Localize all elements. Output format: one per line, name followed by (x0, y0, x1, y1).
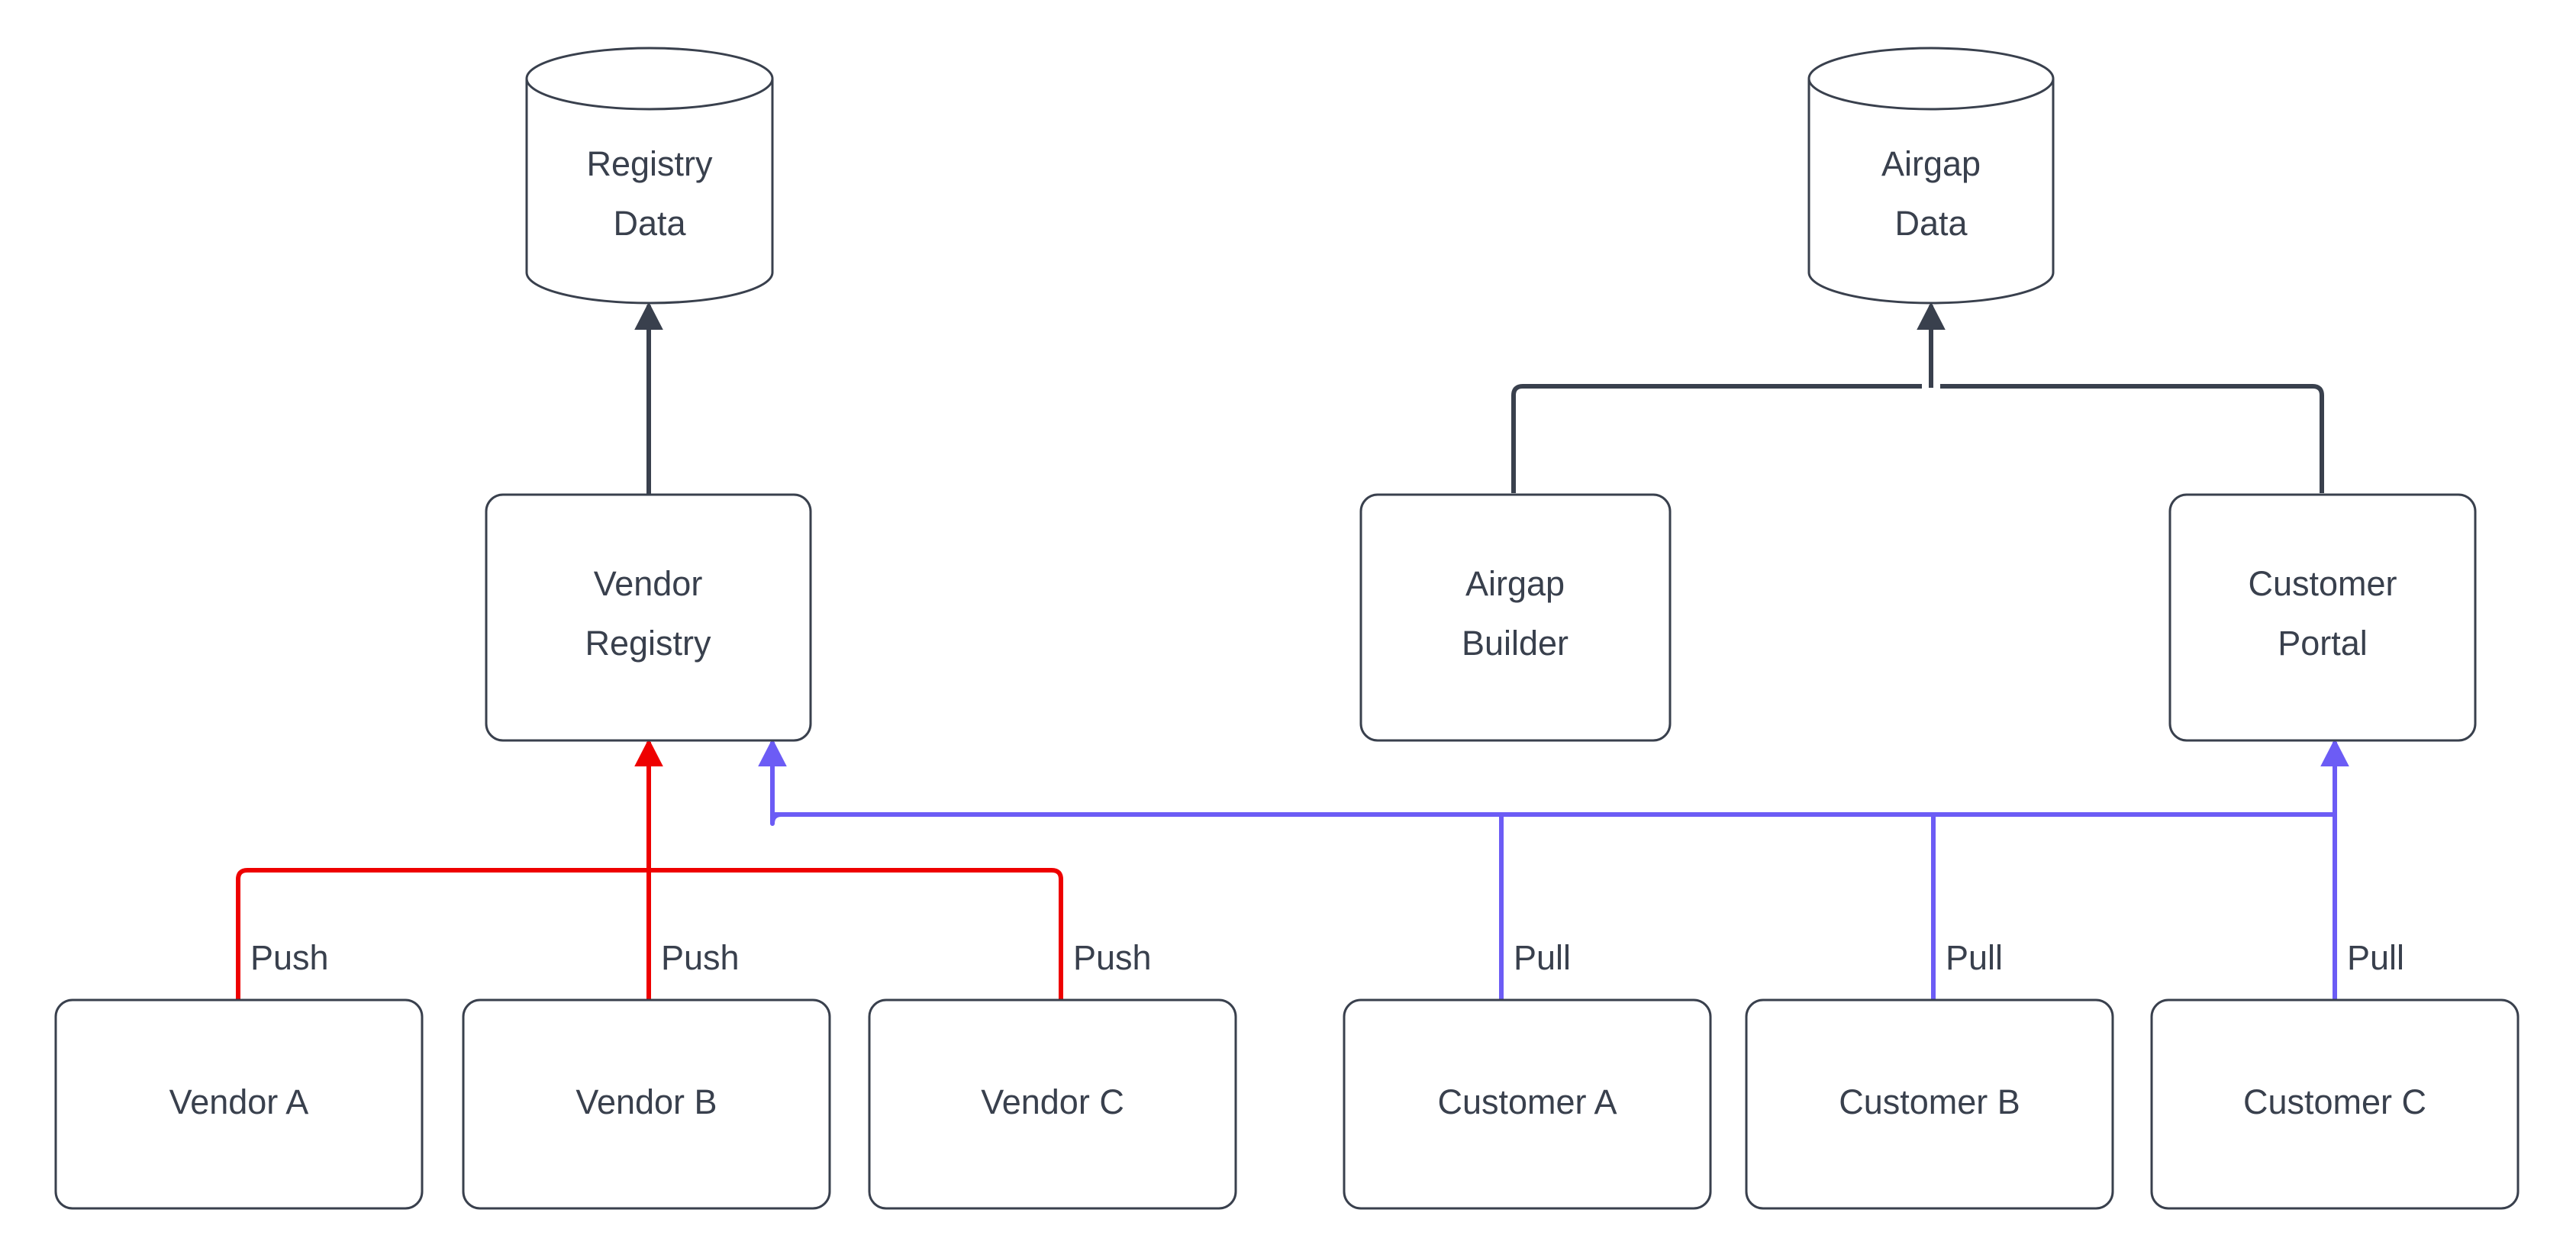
vendor-registry-label-line1: Vendor (594, 564, 703, 603)
customer-portal-label-line1: Customer (2248, 564, 2397, 603)
edge-vendor-a-push (236, 868, 650, 1000)
edge-label-push-c: Push (1073, 938, 1152, 977)
edge-group-push (236, 738, 1063, 1000)
airgap-data-cylinder-body (1807, 79, 2055, 305)
customer-c-label: Customer C (2243, 1082, 2426, 1121)
customer-portal-label-line2: Portal (2278, 624, 2368, 663)
node-airgap-builder[interactable]: Airgap Builder (1359, 493, 1672, 742)
edge-label-group: Push Push Push Pull Pull Pull (250, 938, 2404, 977)
edge-label-pull-a: Pull (1514, 938, 1571, 977)
node-customer-portal[interactable]: Customer Portal (2168, 493, 2477, 742)
node-vendor-c[interactable]: Vendor C (868, 998, 1237, 1210)
actor-row: Vendor A Vendor B Vendor C Customer A Cu… (54, 998, 2520, 1210)
registry-data-label-line2: Data (613, 204, 686, 243)
customer-a-box (1343, 998, 1712, 1210)
vendor-b-box (462, 998, 831, 1210)
vendor-a-box (54, 998, 424, 1210)
airgap-builder-label-line1: Airgap (1465, 564, 1565, 603)
node-registry-data[interactable]: Registry Data (525, 47, 774, 305)
node-customer-c[interactable]: Customer C (2150, 998, 2520, 1210)
vendor-registry-box (485, 493, 812, 742)
airgap-builder-label-line2: Builder (1462, 624, 1568, 663)
node-vendor-a[interactable]: Vendor A (54, 998, 424, 1210)
edge-label-pull-c: Pull (2347, 938, 2404, 977)
airgap-data-label-line1: Airgap (1881, 144, 1981, 183)
edge-label-push-b: Push (661, 938, 740, 977)
vendor-a-label: Vendor A (169, 1082, 309, 1121)
edge-label-pull-b: Pull (1946, 938, 2003, 977)
vendor-c-label: Vendor C (981, 1082, 1124, 1121)
vendor-c-box (868, 998, 1237, 1210)
registry-data-cylinder-body (525, 79, 774, 305)
edge-group-pull (758, 738, 2349, 1000)
node-customer-b[interactable]: Customer B (1745, 998, 2114, 1210)
customer-b-box (1745, 998, 2114, 1210)
vendor-b-label: Vendor B (575, 1082, 717, 1121)
edge-pull-bus (770, 812, 2335, 826)
node-vendor-registry[interactable]: Vendor Registry (485, 493, 812, 742)
node-customer-a[interactable]: Customer A (1343, 998, 1712, 1210)
edge-vendor-c-push (647, 868, 1063, 1000)
registry-data-cylinder-top (525, 47, 774, 111)
airgap-builder-box (1359, 493, 1672, 742)
airgap-data-label-line2: Data (1894, 204, 1968, 243)
customer-portal-box (2168, 493, 2477, 742)
edge-label-push-a: Push (250, 938, 329, 977)
airgap-data-cylinder-top (1807, 47, 2055, 111)
edge-customer-portal-to-airgap-data (1940, 384, 2324, 493)
node-vendor-b[interactable]: Vendor B (462, 998, 831, 1210)
customer-c-box (2150, 998, 2520, 1210)
customer-a-label: Customer A (1437, 1082, 1617, 1121)
vendor-registry-label-line2: Registry (585, 624, 711, 663)
customer-b-label: Customer B (1839, 1082, 2020, 1121)
node-airgap-data[interactable]: Airgap Data (1807, 47, 2055, 305)
registry-data-label-line1: Registry (586, 144, 713, 183)
edge-airgap-builder-to-airgap-data (1511, 384, 1922, 493)
